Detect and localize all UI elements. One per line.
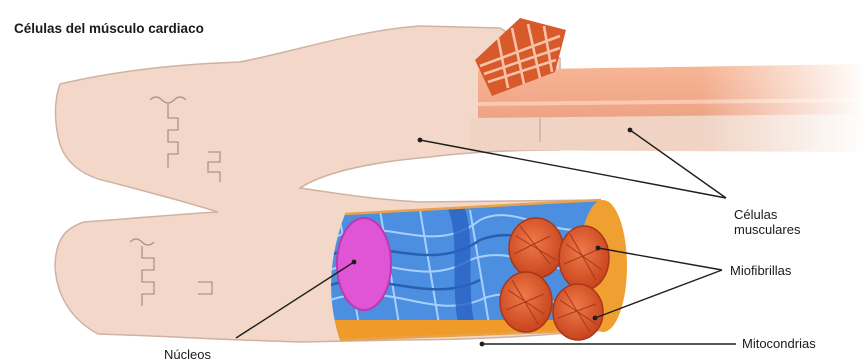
myofibril: [559, 226, 609, 290]
label-miofibrillas: Miofibrillas: [730, 263, 791, 278]
nucleus: [337, 218, 391, 310]
label-celulas-musculares: Células musculares: [734, 207, 800, 237]
myofibril: [553, 284, 603, 340]
fiber-fade: [700, 56, 866, 160]
myofibril: [509, 218, 563, 278]
label-celulas-line2: musculares: [734, 222, 800, 237]
label-nucleos: Núcleos: [164, 347, 211, 362]
label-celulas-line1: Células: [734, 207, 800, 222]
diagram-title: Células del músculo cardiaco: [14, 21, 204, 36]
myofibril: [500, 272, 552, 332]
label-mitocondrias: Mitocondrias: [742, 336, 816, 351]
